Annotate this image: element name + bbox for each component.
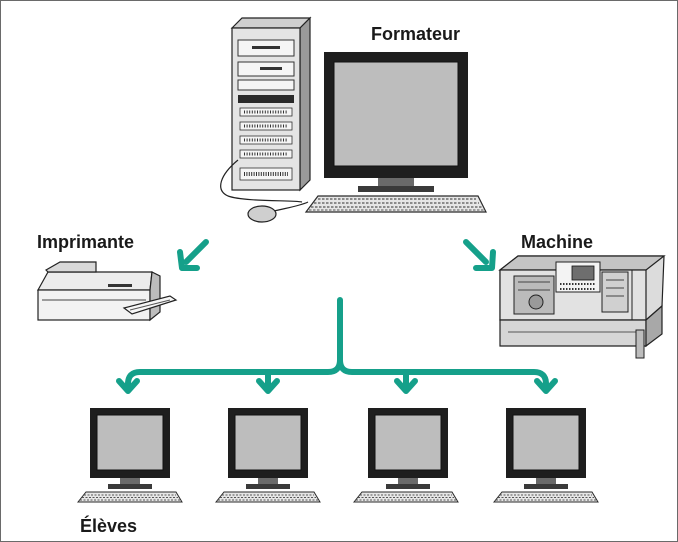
arrow-to-printer-head bbox=[177, 249, 200, 271]
arrow-to-student-3 bbox=[394, 378, 418, 394]
student-network-bus bbox=[125, 357, 549, 387]
tower-case bbox=[230, 16, 312, 192]
mouse-cable bbox=[220, 159, 303, 203]
student-workstation-icon bbox=[353, 407, 459, 503]
student-workstation-icon bbox=[77, 407, 183, 503]
student-workstation-icon bbox=[493, 407, 599, 503]
trainer-keyboard bbox=[304, 195, 487, 213]
arrow-to-machine-head bbox=[473, 249, 496, 271]
printer-label: Imprimante bbox=[37, 232, 135, 252]
arrow-to-student-1 bbox=[116, 378, 140, 394]
mouse-icon bbox=[247, 205, 277, 223]
students-label: Élèves bbox=[80, 516, 138, 536]
machine-label: Machine bbox=[521, 232, 594, 252]
trainer-monitor bbox=[324, 52, 468, 192]
arrow-to-machine bbox=[463, 239, 489, 265]
trainer-label: Formateur bbox=[371, 24, 461, 44]
laser-printer-icon bbox=[36, 261, 178, 322]
arrow-to-student-4 bbox=[534, 378, 558, 394]
student-workstation-icon bbox=[215, 407, 321, 503]
connection-arrows bbox=[116, 239, 558, 394]
desktop-tower-computer-icon bbox=[220, 16, 487, 223]
arrow-to-student-2 bbox=[256, 378, 280, 394]
arrow-to-printer bbox=[183, 239, 209, 265]
cnc-lathe-machine-icon bbox=[498, 255, 666, 359]
